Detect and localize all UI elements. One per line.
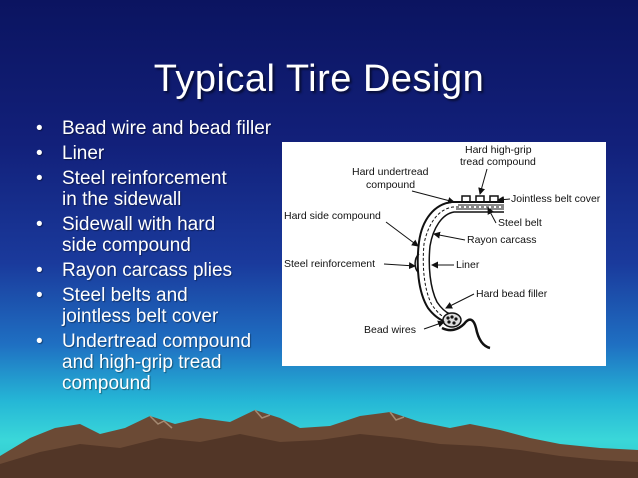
arrow-bead-wires	[423, 320, 445, 330]
arrow-rayon-carcass	[433, 231, 466, 241]
bullet-item: • Sidewall with hard side compound	[36, 214, 336, 256]
arrow-undertread	[411, 190, 455, 204]
bullet-dot: •	[36, 143, 43, 164]
tire-inner-liner	[428, 211, 504, 315]
tire-outer-profile	[416, 201, 504, 323]
label-bead-wires: Bead wires	[364, 324, 416, 336]
bullet-dot: •	[36, 331, 43, 352]
bullet-dot: •	[36, 214, 43, 235]
slide-title: Typical Tire Design	[153, 58, 485, 100]
bullet-text: Liner	[62, 143, 105, 164]
bullet-item: • Steel belts and jointless belt cover	[36, 285, 336, 327]
bullet-item: • Rayon carcass plies	[36, 260, 336, 281]
bullet-text: Sidewall with hard side compound	[62, 214, 216, 256]
mountain-range-decoration	[0, 409, 638, 478]
bullet-item: • Bead wire and bead filler	[36, 118, 336, 139]
bead-bundle	[442, 312, 462, 328]
bullet-text: Undertread compound and high-grip tread …	[62, 331, 252, 394]
tire-diagram-svg: Hard high-grip tread compound Hard under…	[284, 144, 601, 350]
arrow-bead-filler	[445, 293, 475, 309]
bullet-list: • Bead wire and bead filler • Liner • Steel…	[36, 118, 336, 398]
bullet-text: Rayon carcass plies	[62, 260, 233, 281]
bullet-dot: •	[36, 260, 43, 281]
bullet-dot: •	[36, 285, 43, 306]
tire-section	[414, 195, 504, 350]
label-rayon-carcass: Rayon carcass	[467, 234, 536, 246]
arrow-high-grip	[478, 168, 488, 195]
bullet-item: • Liner	[36, 143, 336, 164]
rim-flange	[441, 318, 491, 350]
carcass-ply	[422, 206, 504, 320]
bullet-item: • Undertread compound and high-grip tread…	[36, 331, 336, 394]
bullet-item: • Steel reinforcement in the sidewall	[36, 168, 336, 210]
leader-arrows	[383, 168, 511, 330]
label-hard-undertread-1: Hard undertread	[352, 166, 429, 178]
arrow-belt-cover	[497, 196, 511, 203]
label-jointless-belt-cover: Jointless belt cover	[511, 193, 601, 205]
bullet-dot: •	[36, 168, 43, 189]
label-steel-belt: Steel belt	[498, 217, 542, 229]
label-hard-high-grip-2: tread compound	[460, 156, 536, 168]
arrow-steel-reinforcement	[383, 262, 416, 270]
bullet-dot: •	[36, 118, 43, 139]
label-steel-reinforcement: Steel reinforcement	[284, 258, 375, 270]
label-hard-side-compound: Hard side compound	[284, 210, 381, 222]
label-hard-bead-filler: Hard bead filler	[476, 288, 548, 300]
bullet-text: Steel belts and jointless belt cover	[62, 285, 219, 327]
bullet-text: Bead wire and bead filler	[62, 118, 272, 139]
tire-cross-section-diagram: Hard high-grip tread compound Hard under…	[282, 142, 606, 366]
arrow-steel-belt	[487, 207, 497, 224]
label-hard-high-grip-1: Hard high-grip	[465, 144, 532, 156]
bullet-text: Steel reinforcement in the sidewall	[62, 168, 227, 210]
label-liner: Liner	[456, 259, 480, 271]
label-hard-undertread-2: compound	[366, 179, 415, 191]
arrow-side-compound	[385, 221, 419, 247]
